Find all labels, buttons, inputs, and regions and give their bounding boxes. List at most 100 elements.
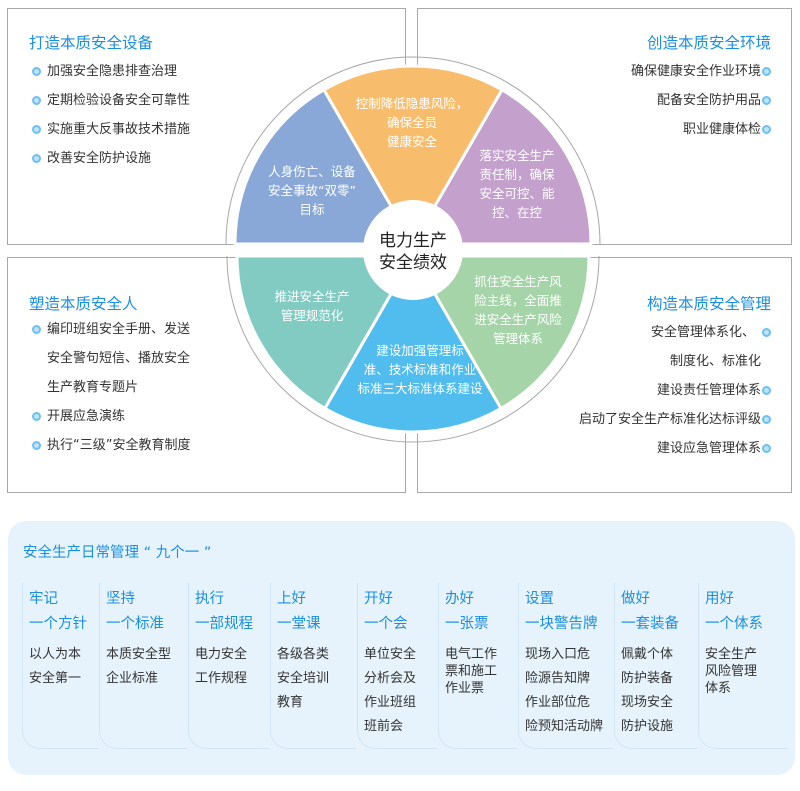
daily-item-column: 做好一套装备佩戴个体防护装备现场安全防护设施 — [614, 583, 697, 749]
column-heading: 办好 — [445, 591, 474, 607]
daily-item-column: 坚持一个标准本质安全型企业标准 — [99, 583, 187, 749]
list-item: 安全管理体系化、 — [650, 325, 755, 340]
daily-item-column: 设置一块警告牌现场入口危险源告知牌作业部位危险预知活动牌 — [518, 583, 613, 749]
column-text: 现场安全 — [621, 695, 674, 710]
column-text: 票和施工 — [445, 664, 498, 679]
bullet-icon — [32, 67, 41, 76]
column-text: 单位安全 — [364, 647, 417, 662]
list-item: 制度化、标准化 — [669, 354, 761, 369]
column-text: 安全培训 — [277, 671, 330, 686]
bullet-icon — [32, 96, 41, 105]
list-item: 开展应急演练 — [47, 409, 126, 424]
column-heading: 一个体系 — [705, 616, 763, 632]
list-item: 改善安全防护设施 — [47, 151, 152, 166]
list-item: 加强安全隐患排查治理 — [47, 64, 178, 79]
center-label: 安全绩效 — [379, 253, 447, 273]
column-text: 各级各类 — [277, 647, 330, 662]
column-text: 教育 — [277, 695, 304, 710]
column-heading: 用好 — [705, 591, 734, 607]
list-item: 职业健康体检 — [682, 122, 761, 137]
segment-label: 安全事故“双零” — [268, 183, 356, 198]
daily-item-column: 执行一部规程电力安全工作规程 — [188, 583, 269, 749]
segment-label: 控、在控 — [492, 205, 543, 220]
segment-label: 健康安全 — [387, 134, 438, 149]
segment-label: 管理体系 — [493, 331, 543, 346]
segment-label: 控制降低隐患风险， — [356, 96, 469, 111]
column-text: 防护装备 — [621, 671, 674, 686]
box-title: 塑造本质安全人 — [29, 295, 138, 313]
segment-label: 确保全员 — [387, 115, 437, 130]
bullet-icon — [32, 325, 41, 334]
column-heading: 一张票 — [445, 616, 489, 632]
panel-title: 安全生产日常管理 “ 九个一 ” — [23, 545, 212, 561]
column-heading: 一个标准 — [106, 616, 164, 632]
column-text: 风险管理 — [705, 664, 758, 679]
center-circle — [363, 200, 463, 300]
column-heading: 一部规程 — [195, 616, 253, 632]
list-item: 配备安全防护用品 — [656, 93, 761, 108]
segment-label: 落实安全生产 — [479, 148, 554, 163]
bullet-icon — [762, 415, 771, 424]
daily-item-column: 用好一个体系安全生产风险管理体系 — [698, 583, 788, 749]
column-heading: 牢记 — [29, 591, 58, 607]
column-heading: 坚持 — [106, 591, 135, 607]
segment-casualty-goal — [233, 87, 416, 246]
column-heading: 做好 — [621, 591, 650, 607]
list-item: 生产教育专题片 — [47, 380, 139, 395]
list-item: 实施重大反事故技术措施 — [47, 122, 191, 137]
bullet-icon — [32, 125, 41, 134]
column-heading: 一套装备 — [621, 616, 679, 632]
box-title: 创造本质安全环境 — [646, 34, 771, 52]
segment-label: 标准三大标准体系建设 — [357, 381, 483, 396]
bullet-icon — [32, 154, 41, 163]
column-text: 电气工作 — [445, 647, 498, 662]
list-item: 启动了安全生产标准化达标评级 — [578, 412, 761, 427]
daily-item-column: 办好一张票电气工作票和施工作业票 — [438, 583, 517, 749]
column-text: 安全第一 — [29, 671, 82, 686]
column-text: 作业票 — [445, 681, 485, 696]
bullet-icon — [762, 96, 771, 105]
bullet-icon — [762, 328, 771, 337]
segment-label: 险主线，全面推 — [474, 293, 562, 308]
segment-label: 人身伤亡、设备 — [268, 164, 356, 179]
column-text: 防护设施 — [621, 719, 674, 734]
daily-item-column: 牢记一个方针以人为本安全第一 — [22, 583, 98, 749]
column-text: 险预知活动牌 — [525, 719, 604, 734]
column-heading: 一堂课 — [277, 616, 321, 632]
segment-label: 安全可控、能 — [479, 186, 555, 201]
list-item: 建设责任管理体系 — [656, 383, 761, 398]
column-text: 佩戴个体 — [621, 647, 674, 662]
daily-item-column: 开好一个会单位安全分析会及作业班组班前会 — [357, 583, 437, 749]
bullet-icon — [762, 125, 771, 134]
segment-standardization — [235, 254, 416, 411]
column-heading: 上好 — [277, 591, 306, 607]
segment-label: 进安全生产风险 — [474, 312, 562, 327]
column-text: 作业班组 — [364, 695, 417, 710]
column-text: 本质安全型 — [106, 647, 172, 662]
bullet-icon — [32, 441, 41, 450]
box-title: 打造本质安全设备 — [29, 34, 154, 52]
segment-hazard-control — [321, 64, 505, 247]
column-text: 险源告知牌 — [525, 671, 591, 686]
segment-label: 目标 — [299, 202, 324, 217]
column-heading: 一块警告牌 — [525, 616, 598, 632]
list-item: 执行“三级”安全教育制度 — [47, 438, 191, 453]
column-heading: 一个会 — [364, 616, 408, 632]
column-heading: 设置 — [525, 591, 554, 607]
column-heading: 一个方针 — [29, 616, 87, 632]
column-text: 作业部位危 — [525, 695, 591, 710]
bullet-icon — [762, 444, 771, 453]
list-item: 编印班组安全手册、发送 — [47, 322, 191, 337]
list-item: 确保健康安全作业环境 — [630, 64, 761, 79]
column-text: 电力安全 — [195, 647, 248, 662]
daily-management-panel: 安全生产日常管理 “ 九个一 ” 牢记一个方针以人为本安全第一坚持一个标准本质安… — [8, 521, 795, 775]
segment-label: 准、技术标准和作业 — [364, 362, 477, 377]
list-item: 建设应急管理体系 — [656, 441, 761, 456]
column-text: 安全生产 — [705, 647, 758, 662]
outer-ring-bottom — [226, 255, 600, 443]
center-label: 电力生产 — [379, 231, 447, 251]
bullet-icon — [762, 386, 771, 395]
outer-ring-top — [225, 56, 601, 245]
list-item: 定期检验设备安全可靠性 — [47, 93, 191, 108]
